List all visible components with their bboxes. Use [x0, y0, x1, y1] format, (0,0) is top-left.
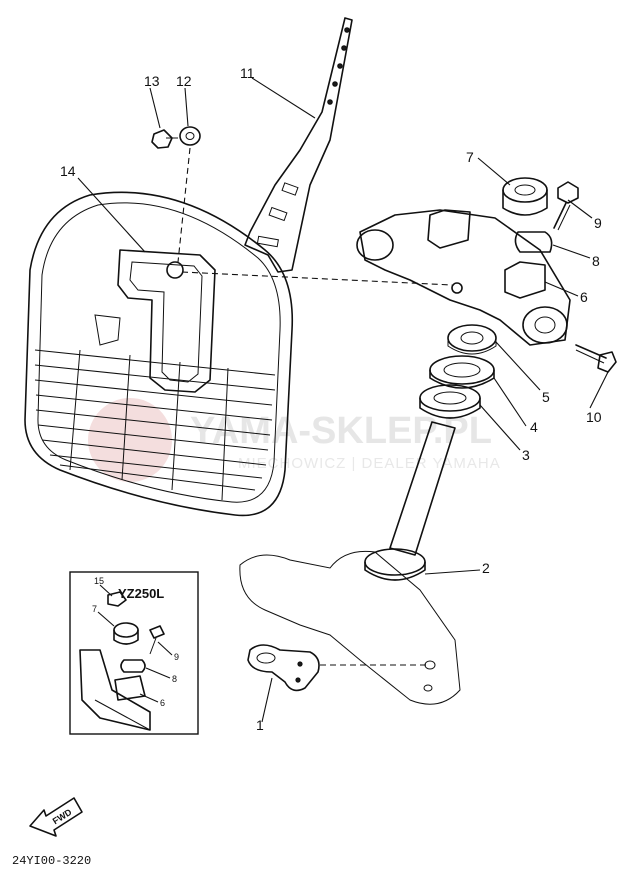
callout-10: 10	[586, 409, 602, 425]
bolt-9	[553, 181, 579, 231]
inset-callout-8: 8	[172, 674, 177, 684]
holder-1	[247, 644, 320, 692]
bolt-10	[575, 344, 617, 373]
callout-1: 1	[256, 717, 264, 733]
callout-numbers: 11 13 12 14 7 9 8 6 5 10 4 3 2 1	[60, 65, 602, 733]
holder-6-body	[504, 261, 546, 299]
callout-14: 14	[60, 163, 76, 179]
plate-vents	[34, 349, 276, 501]
number-plate	[24, 191, 294, 517]
plate-mount-hole	[166, 261, 184, 279]
bearing-4	[429, 355, 495, 389]
callout-8: 8	[592, 253, 600, 269]
callout-2: 2	[482, 560, 490, 576]
callout-7: 7	[466, 149, 474, 165]
under-bracket	[239, 421, 461, 705]
inset-yz250l: YZ250L 15 7 9 8 6	[69, 571, 199, 735]
ring-nut-5	[447, 324, 497, 355]
callout-13: 13	[144, 73, 160, 89]
callout-11: 11	[240, 65, 255, 81]
collar-7	[502, 177, 548, 216]
callout-4: 4	[530, 419, 538, 435]
callout-3: 3	[522, 447, 530, 463]
callout-5: 5	[542, 389, 550, 405]
inset-callout-6: 6	[160, 698, 165, 708]
inset-callout-9: 9	[174, 652, 179, 662]
fwd-arrow: FWD	[29, 797, 83, 837]
washer-12	[179, 126, 201, 146]
callout-12: 12	[176, 73, 192, 89]
leader-lines	[77, 77, 609, 723]
align-line-plate	[181, 271, 453, 286]
align-line-bolt	[177, 147, 191, 263]
diagram-code: 24YI00-3220	[12, 854, 91, 868]
watermark-subtitle: MIECHOWICZ | DEALER YAMAHA	[238, 455, 501, 472]
callout-6: 6	[580, 289, 588, 305]
upper-bracket	[356, 209, 571, 346]
fwd-label: FWD	[51, 807, 74, 827]
holder-8	[514, 231, 553, 253]
inset-callout-7: 7	[92, 604, 97, 614]
callout-9: 9	[594, 215, 602, 231]
plate-strap	[244, 17, 353, 273]
bolt-13	[151, 129, 178, 149]
watermark-logo	[88, 398, 172, 482]
inset-callout-15: 15	[94, 576, 104, 586]
inset-title: YZ250L	[118, 586, 164, 601]
bearing-3	[419, 384, 481, 419]
